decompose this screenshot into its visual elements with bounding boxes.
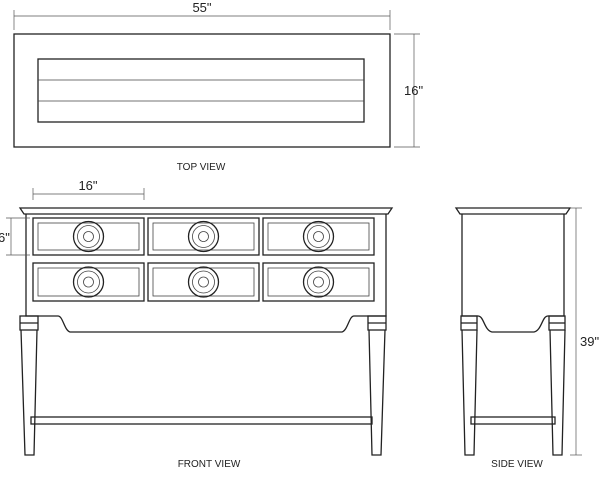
side-height-label: 39": [580, 334, 599, 349]
leg: [368, 329, 386, 456]
leg: [461, 329, 478, 456]
drawer: [32, 262, 145, 302]
front-view: 16" 6" FRONT VIEW: [0, 178, 394, 470]
side-stretcher: [470, 416, 556, 425]
drawer: [147, 262, 260, 302]
top-width-label: 55": [192, 0, 211, 15]
drawer-width-dimension: 16": [32, 178, 145, 200]
top-depth-dimension: 16": [394, 33, 423, 148]
top-view: 55" 16" TOP VIEW: [13, 0, 423, 173]
drawer: [262, 262, 375, 302]
top-width-dimension: 55": [13, 0, 391, 30]
drawer: [147, 217, 260, 256]
top-view-outline: [13, 33, 391, 148]
top-view-caption: TOP VIEW: [177, 162, 226, 173]
side-tabletop: [454, 207, 572, 215]
drawer: [262, 217, 375, 256]
side-apron: [461, 214, 565, 333]
drawer-height-label: 6": [0, 230, 10, 245]
front-view-caption: FRONT VIEW: [178, 459, 241, 470]
drawer-width-label: 16": [78, 178, 97, 193]
front-apron: [25, 214, 387, 333]
leg: [20, 329, 38, 456]
top-view-inner-panel: [37, 58, 365, 123]
leg: [549, 329, 566, 456]
drawer-height-dimension: 6": [0, 217, 30, 256]
front-drawers: [32, 217, 375, 302]
front-tabletop: [18, 207, 394, 215]
top-depth-label: 16": [404, 83, 423, 98]
drawer: [32, 217, 145, 256]
side-height-dimension: 39": [570, 207, 599, 456]
side-view: 39" SIDE VIEW: [454, 207, 599, 470]
front-stretcher: [30, 416, 373, 425]
side-view-caption: SIDE VIEW: [491, 459, 543, 470]
front-legs: [19, 315, 387, 456]
